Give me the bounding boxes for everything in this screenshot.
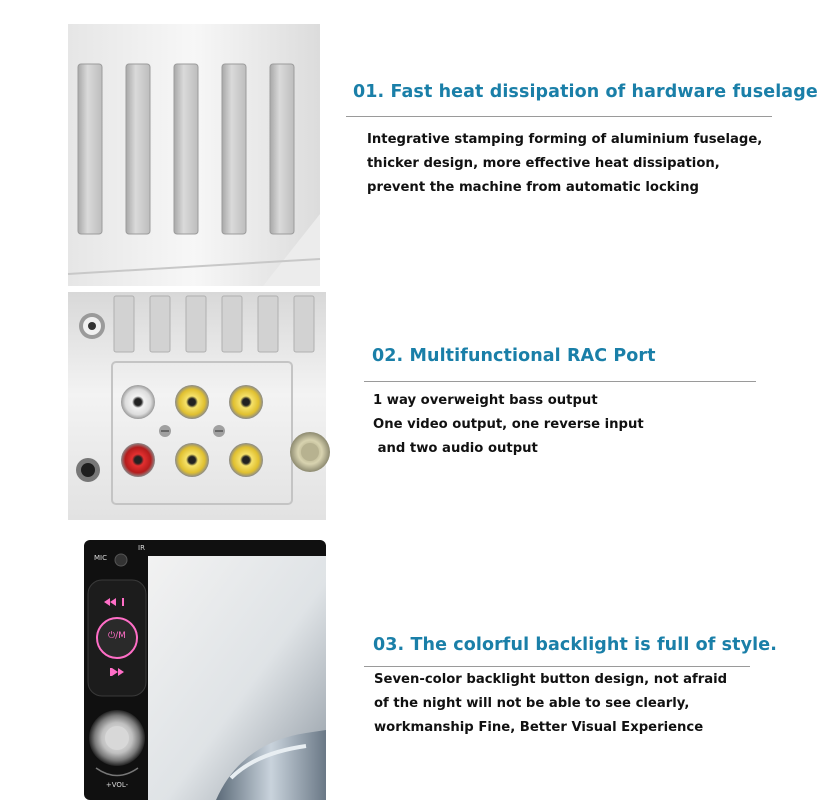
feature-2-heading: 02. Multifunctional RAC Port	[372, 346, 656, 366]
feature-2-line-2: One video output, one reverse input	[373, 417, 644, 432]
feature-1-line-3: prevent the machine from automatic locki…	[367, 180, 699, 195]
feature-2-divider	[364, 381, 756, 382]
feature-3-divider	[364, 666, 750, 667]
feature-1-heading: 01. Fast heat dissipation of hardware fu…	[353, 82, 818, 102]
chassis-rib	[149, 295, 171, 353]
ir-label: IR	[138, 544, 145, 552]
feature-2-line-1: 1 way overweight bass output	[373, 393, 598, 408]
volume-label: +VOL-	[105, 781, 129, 789]
heatsink-photo	[67, 24, 321, 286]
feature-3-description: Seven-color backlight button design, not…	[374, 668, 727, 740]
feature-2-description: 1 way overweight bass output One video o…	[373, 389, 644, 461]
heatsink-fin	[77, 63, 103, 235]
chassis-rib	[257, 295, 279, 353]
feature-1-description: Integrative stamping forming of aluminiu…	[367, 128, 762, 200]
feature-3-line-1: Seven-color backlight button design, not…	[374, 672, 728, 687]
feature-3-line-2: of the night will not be able to see cle…	[374, 696, 690, 711]
rca-port-photo	[68, 292, 330, 520]
chassis-rib	[113, 295, 135, 353]
heatsink-fin	[173, 63, 199, 235]
chassis-rib	[293, 295, 315, 353]
heatsink-fin	[125, 63, 151, 235]
power-mode-button-label: ⏻/M	[108, 631, 126, 641]
mic-label: MIC	[94, 554, 107, 562]
feature-1-divider	[346, 116, 772, 117]
feature-3-heading: 03. The colorful backlight is full of st…	[373, 635, 777, 655]
feature-1-line-1: Integrative stamping forming of aluminiu…	[367, 132, 763, 147]
heatsink-fin	[221, 63, 247, 235]
heatsink-fin	[269, 63, 295, 235]
chassis-rib	[221, 295, 243, 353]
head-unit-photo: MIC IR ⏻/M +VOL-	[66, 538, 326, 800]
feature-1-line-2: thicker design, more effective heat diss…	[367, 156, 720, 171]
chassis-rib	[185, 295, 207, 353]
feature-2-line-3: and two audio output	[373, 441, 538, 456]
feature-3-line-3: workmanship Fine, Better Visual Experien…	[374, 720, 704, 735]
